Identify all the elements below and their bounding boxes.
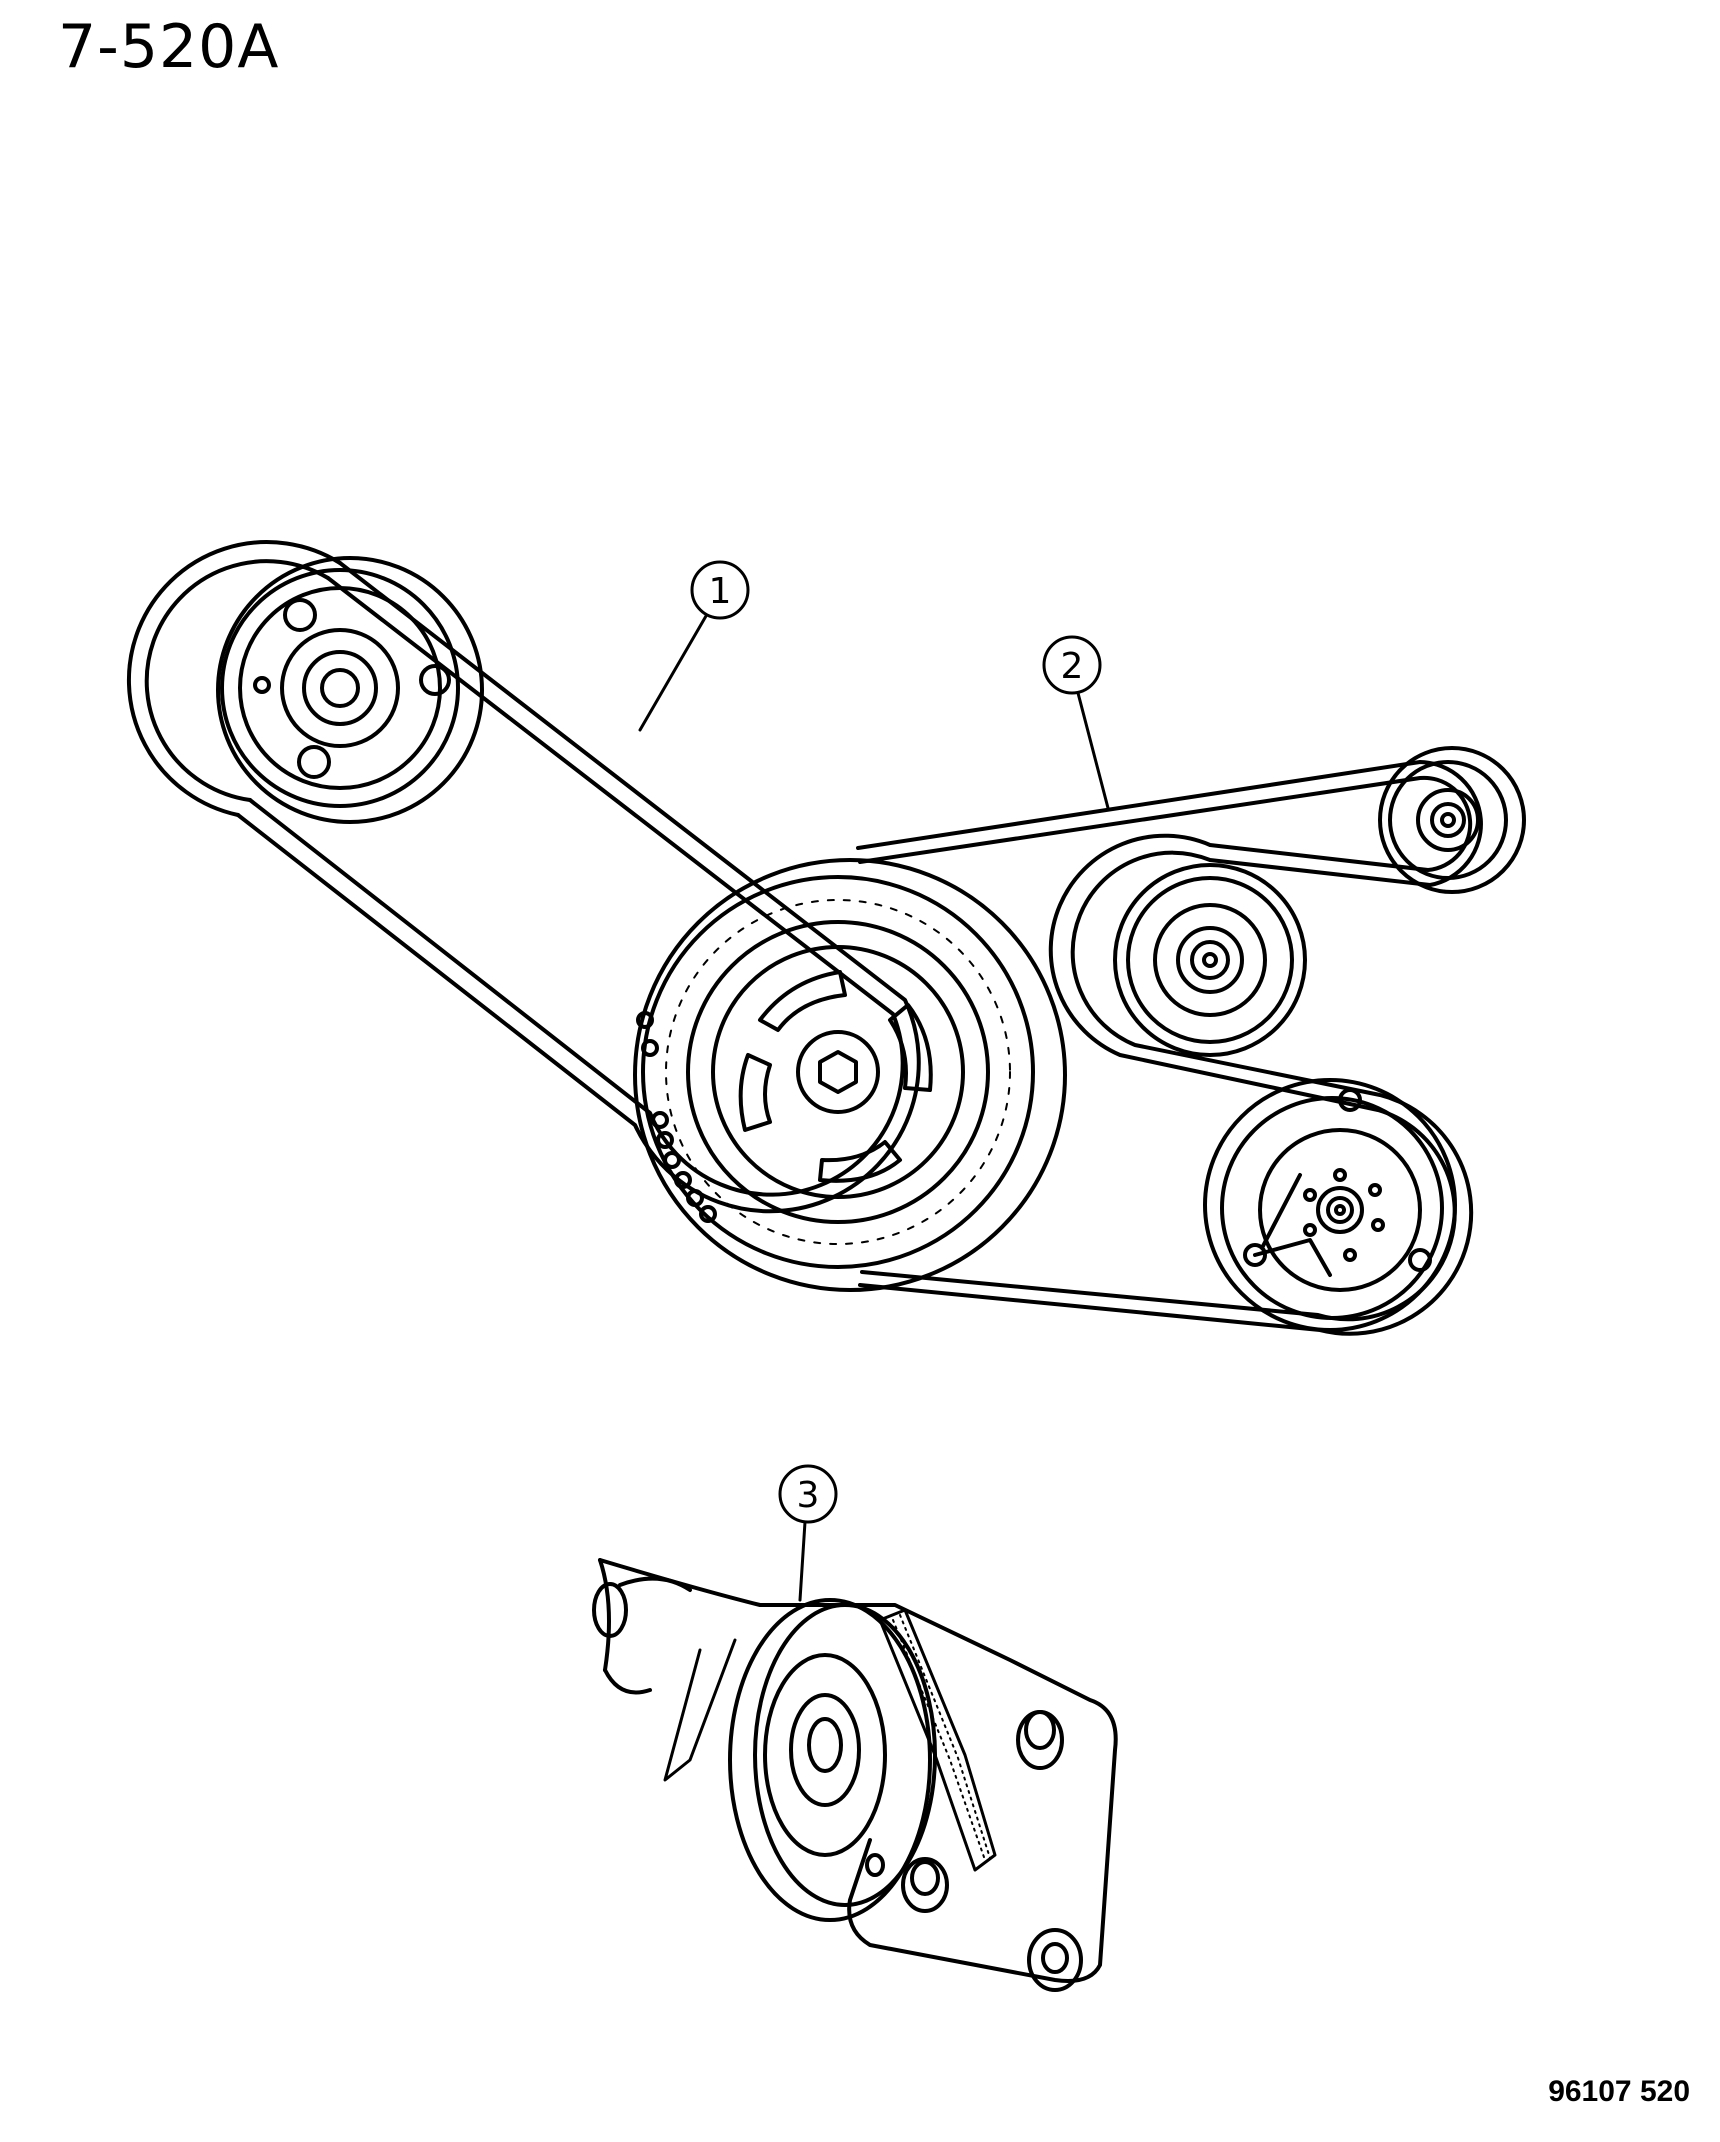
alternator-pulley bbox=[1113, 863, 1307, 1057]
callout-3-label: 3 bbox=[797, 1475, 820, 1516]
crankshaft-pulley bbox=[633, 858, 1067, 1292]
upper-left-pulley bbox=[216, 556, 484, 824]
callout-2-label: 2 bbox=[1061, 646, 1084, 687]
belt-tensioner bbox=[592, 1558, 1118, 1992]
belt-1 bbox=[127, 540, 921, 1214]
ac-compressor-pulley bbox=[1203, 1078, 1457, 1332]
callout-3: 3 bbox=[778, 1464, 838, 1602]
illustration-number: 96107 520 bbox=[1548, 2075, 1690, 2108]
callout-2: 2 bbox=[1042, 635, 1110, 810]
callout-1: 1 bbox=[638, 560, 750, 732]
callout-1-label: 1 bbox=[709, 571, 732, 612]
idler-pulley bbox=[1378, 746, 1526, 894]
page-code: 7-520A bbox=[58, 12, 280, 82]
belt-stipple bbox=[892, 1614, 991, 1861]
